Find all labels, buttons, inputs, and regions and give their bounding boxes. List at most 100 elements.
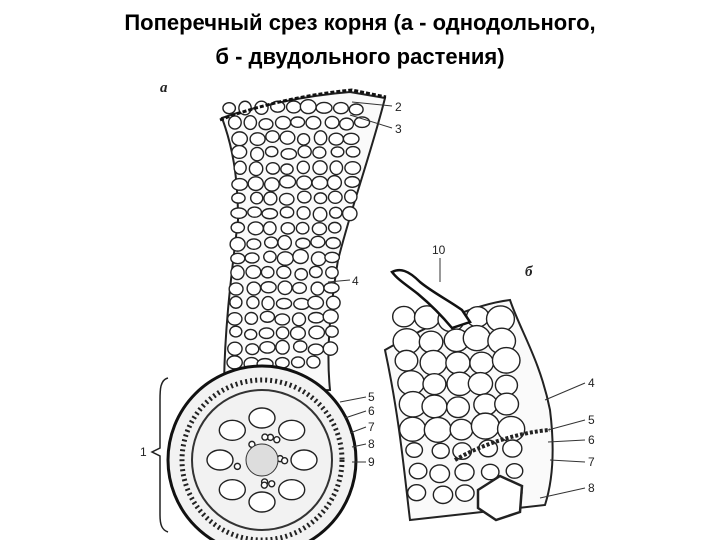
cortex-cell (280, 131, 295, 144)
label-a-5: 5 (368, 390, 375, 404)
cortex-cell (433, 486, 452, 503)
cortex-cell (262, 297, 274, 310)
cortex-cell (294, 298, 310, 309)
cortex-cell (474, 394, 497, 415)
cortex-cell (313, 161, 327, 175)
cortex-cell (292, 357, 305, 368)
cortex-cell (424, 417, 451, 442)
xylem-vessel (279, 420, 305, 440)
cortex-cell (446, 352, 470, 374)
pith-cell (282, 458, 288, 464)
cortex-cell (420, 350, 447, 375)
cortex-cell (280, 193, 294, 205)
cortex-cell (291, 327, 306, 340)
xylem-vessel (249, 492, 275, 512)
cortex-cell (346, 147, 360, 157)
cortex-cell (395, 350, 418, 371)
cortex-cell (247, 296, 259, 308)
cortex-cell (471, 413, 499, 439)
cortex-cell (468, 373, 492, 395)
cortex-cell (276, 116, 291, 129)
cortex-cell (298, 134, 310, 145)
cortex-cell (326, 238, 340, 249)
label-b-6: 6 (588, 433, 595, 447)
cortex-cell (251, 192, 263, 204)
cortex-cell (327, 176, 341, 190)
stele-center (246, 444, 278, 476)
cortex-cell (264, 222, 277, 235)
cortex-cell (234, 161, 246, 174)
cortex-cell (266, 147, 278, 157)
cortex-cell (430, 465, 450, 483)
cortex-cell (308, 344, 323, 355)
cortex-cell (297, 161, 309, 173)
cortex-cell (248, 222, 263, 235)
cortex-cell (296, 238, 310, 248)
cortex-cell (249, 162, 262, 176)
cortex-cell (230, 326, 242, 337)
cortex-cell (309, 326, 325, 339)
cortex-cell (244, 116, 256, 130)
cortex-cell (247, 239, 261, 249)
label-b-7: 7 (588, 455, 595, 469)
cortex-cell (260, 342, 275, 353)
cortex-cell (463, 326, 490, 351)
cortex-cell (230, 237, 245, 251)
cortex-cell (266, 163, 279, 174)
xylem-vessel (219, 420, 245, 440)
cortex-cell (503, 440, 522, 457)
cortex-cell (324, 283, 339, 293)
cortex-cell (311, 236, 325, 247)
cortex-cell (280, 207, 293, 218)
cortex-cell (296, 222, 308, 234)
cortex-cell (281, 164, 293, 174)
panel-a-letter: а (160, 80, 168, 96)
cortex-cell (265, 237, 278, 248)
cortex-cell (326, 267, 338, 279)
cortex-cell (228, 342, 242, 355)
bracket-1 (152, 378, 168, 532)
cortex-cell (450, 419, 473, 440)
label-a-1: 1 (140, 445, 147, 459)
cortex-cell (278, 236, 291, 250)
cortex-cell (311, 282, 324, 295)
label-b-5: 5 (588, 413, 595, 427)
cortex-cell (334, 103, 349, 114)
cortex-cell (232, 146, 247, 159)
xylem-vessel (249, 408, 275, 428)
cortex-cell (340, 118, 354, 130)
cortex-cell (293, 283, 307, 294)
cortex-cell (343, 133, 359, 144)
cortex-cell (231, 266, 244, 280)
cortex-cell (266, 131, 279, 142)
cortex-cell (223, 103, 235, 114)
cortex-cell (313, 207, 327, 221)
cortex-cell (262, 209, 277, 219)
cortex-cell (345, 162, 361, 175)
cortex-cell (406, 443, 423, 458)
cortex-cell (251, 147, 264, 160)
cortex-cell (276, 340, 289, 354)
pith-cell (262, 434, 268, 440)
cortex-cell (327, 296, 341, 309)
cortex-cell (492, 348, 520, 374)
cortex-cell (247, 282, 260, 295)
cortex-cell (456, 485, 474, 501)
cortex-cell (329, 133, 343, 145)
cortex-cell (310, 266, 323, 277)
label-a-2: 2 (395, 100, 402, 114)
cortex-cell (280, 176, 296, 188)
cortex-cell (422, 395, 447, 418)
cortex-cell (231, 253, 245, 263)
cortex-cell (312, 223, 326, 235)
cortex-cell (313, 147, 326, 158)
cortex-cell (261, 282, 276, 293)
cortex-cell (393, 306, 415, 326)
cortex-cell (291, 117, 305, 127)
cortex-cell (250, 133, 265, 146)
cortex-cell (297, 176, 312, 189)
cortex-cell (312, 176, 328, 189)
cortex-cell (232, 132, 247, 146)
cortex-cell (328, 191, 342, 203)
